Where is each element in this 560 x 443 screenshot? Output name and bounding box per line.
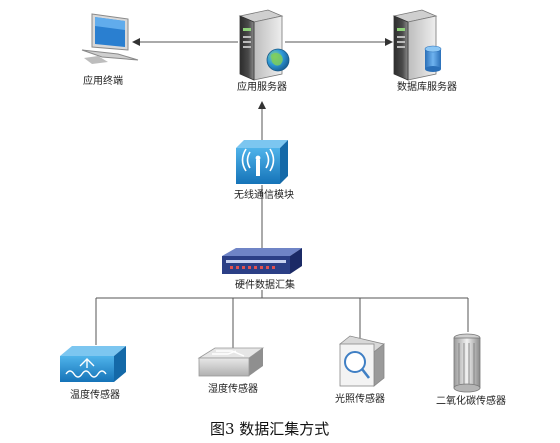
connectors — [95, 38, 469, 348]
temp-sensor-label: 温度传感器 — [70, 388, 120, 401]
app-server-label: 应用服务器 — [237, 80, 287, 93]
temperature-sensor-icon — [60, 346, 126, 382]
figure-caption: 图3 数据汇集方式 — [210, 420, 329, 438]
co2-sensor-label: 二氧化碳传感器 — [436, 394, 506, 407]
wireless-module-icon — [236, 140, 288, 184]
network-hub-icon — [222, 248, 302, 274]
co2-sensor-icon — [453, 333, 481, 393]
wireless-module-label: 无线通信模块 — [234, 188, 294, 201]
hub-label: 硬件数据汇集 — [235, 278, 295, 291]
light-sensor-icon — [339, 335, 385, 387]
humidity-sensor-label: 湿度传感器 — [208, 382, 258, 395]
desktop-computer-icon — [81, 13, 139, 64]
app-terminal-label: 应用终端 — [83, 74, 123, 87]
light-sensor-label: 光照传感器 — [335, 392, 385, 405]
humidity-sensor-icon — [197, 347, 265, 377]
server-globe-icon — [238, 9, 290, 81]
server-database-icon — [392, 9, 442, 81]
db-server-label: 数据库服务器 — [397, 80, 457, 93]
